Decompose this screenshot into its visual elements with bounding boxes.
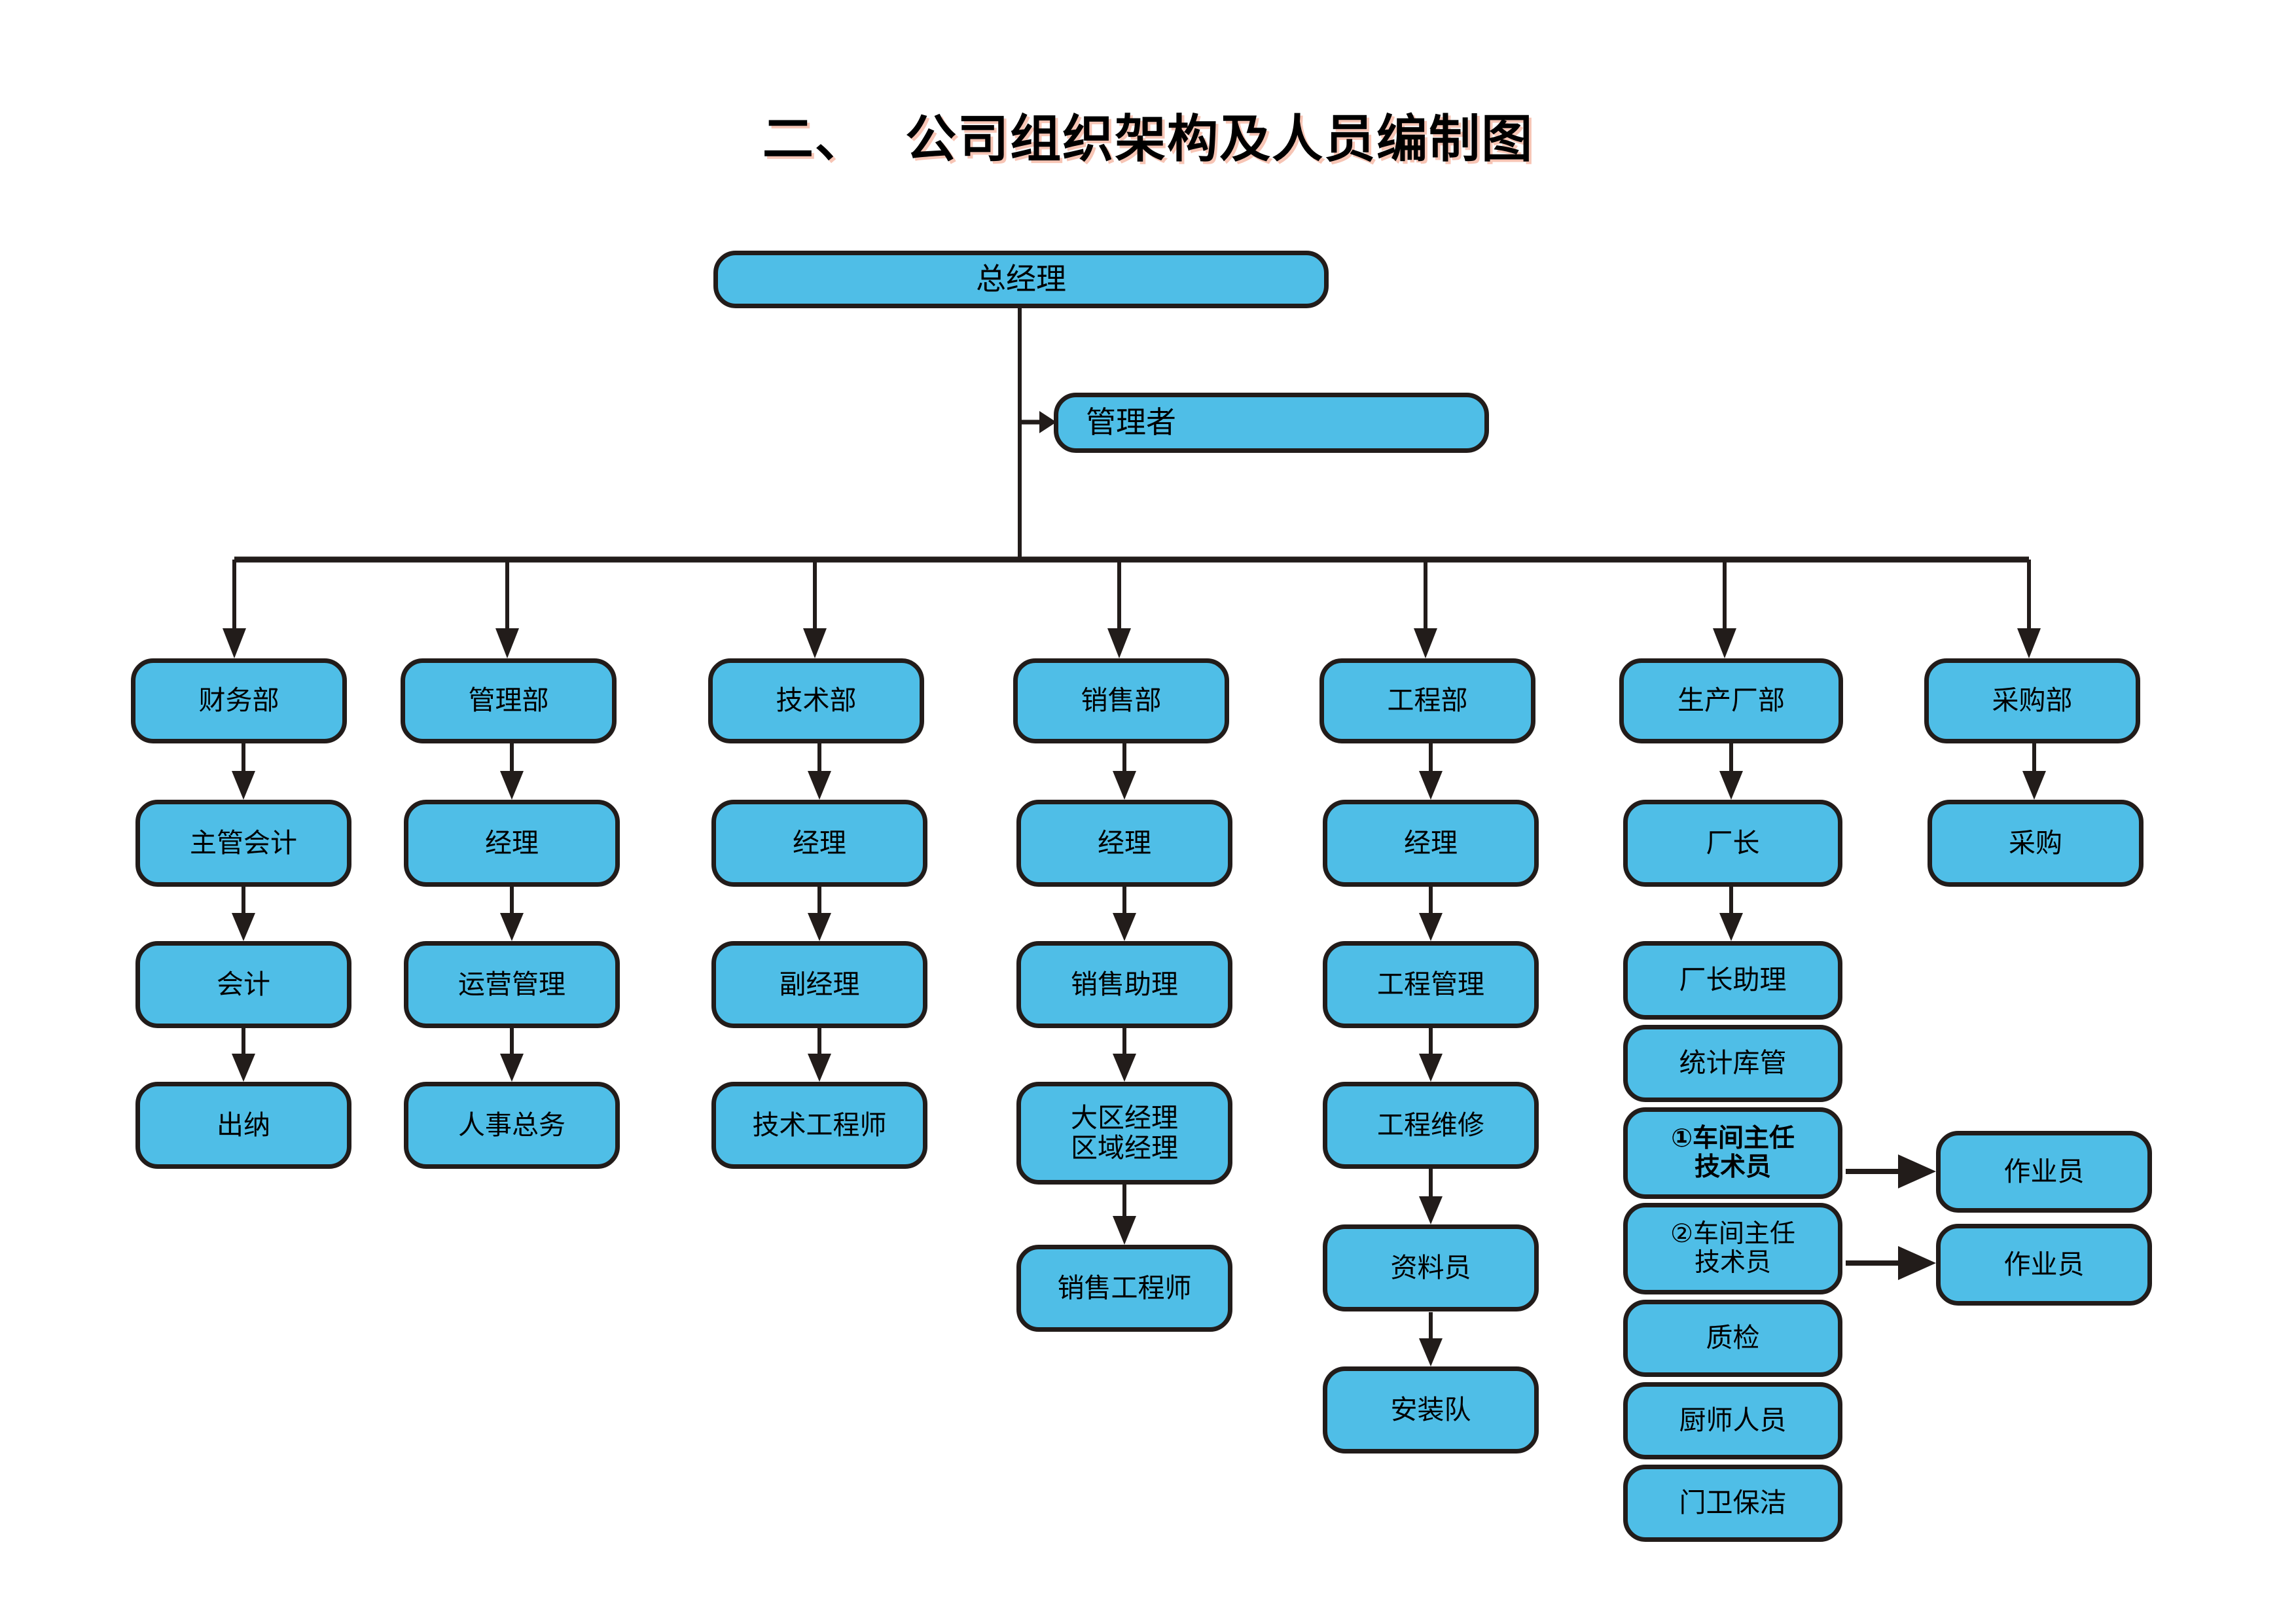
node-general-manager[interactable]: 总经理: [713, 251, 1329, 308]
node-sales-regional-manager[interactable]: 大区经理 区域经理: [1016, 1082, 1232, 1185]
node-admin-manager[interactable]: 经理: [404, 800, 620, 887]
node-production-statistics-warehouse[interactable]: 统计库管: [1623, 1025, 1842, 1102]
node-manager[interactable]: 管理者: [1054, 393, 1489, 453]
node-engineering-maintenance[interactable]: 工程维修: [1323, 1082, 1539, 1169]
node-production-workshop-director-1[interactable]: ①车间主任 技术员: [1623, 1107, 1842, 1199]
node-finance-chief-accountant[interactable]: 主管会计: [135, 800, 351, 887]
node-purchasing-buyer[interactable]: 采购: [1928, 800, 2144, 887]
node-sales-manager[interactable]: 经理: [1016, 800, 1232, 887]
node-finance-cashier[interactable]: 出纳: [135, 1082, 351, 1169]
node-production-quality-inspection[interactable]: 质检: [1623, 1300, 1842, 1377]
node-engineering-management[interactable]: 工程管理: [1323, 941, 1539, 1028]
node-dept-engineering[interactable]: 工程部: [1319, 658, 1535, 743]
node-dept-admin[interactable]: 管理部: [401, 658, 617, 743]
node-tech-manager[interactable]: 经理: [711, 800, 927, 887]
node-production-security-cleaning[interactable]: 门卫保洁: [1623, 1465, 1842, 1542]
node-dept-production[interactable]: 生产厂部: [1619, 658, 1843, 743]
node-production-plant-assistant[interactable]: 厂长助理: [1623, 941, 1842, 1020]
page-title: 二、 公司组织架构及人员编制图: [762, 110, 1534, 169]
node-engineering-document-clerk[interactable]: 资料员: [1323, 1224, 1539, 1311]
node-production-workshop-director-2[interactable]: ②车间主任 技术员: [1623, 1203, 1842, 1294]
node-sales-assistant[interactable]: 销售助理: [1016, 941, 1232, 1028]
node-admin-operations[interactable]: 运营管理: [404, 941, 620, 1028]
node-engineering-manager[interactable]: 经理: [1323, 800, 1539, 887]
node-operator-2[interactable]: 作业员: [1936, 1224, 2152, 1306]
node-sales-engineer[interactable]: 销售工程师: [1016, 1245, 1232, 1332]
node-dept-sales[interactable]: 销售部: [1013, 658, 1229, 743]
node-engineering-install-team[interactable]: 安装队: [1323, 1366, 1539, 1454]
node-admin-hr-general-affairs[interactable]: 人事总务: [404, 1082, 620, 1169]
node-dept-tech[interactable]: 技术部: [708, 658, 924, 743]
node-dept-finance[interactable]: 财务部: [131, 658, 347, 743]
node-production-plant-director[interactable]: 厂长: [1623, 800, 1842, 887]
node-tech-deputy-manager[interactable]: 副经理: [711, 941, 927, 1028]
node-operator-1[interactable]: 作业员: [1936, 1131, 2152, 1213]
node-production-kitchen-staff[interactable]: 厨师人员: [1623, 1382, 1842, 1459]
node-dept-purchasing[interactable]: 采购部: [1924, 658, 2140, 743]
node-finance-accountant[interactable]: 会计: [135, 941, 351, 1028]
node-tech-engineer[interactable]: 技术工程师: [711, 1082, 927, 1169]
